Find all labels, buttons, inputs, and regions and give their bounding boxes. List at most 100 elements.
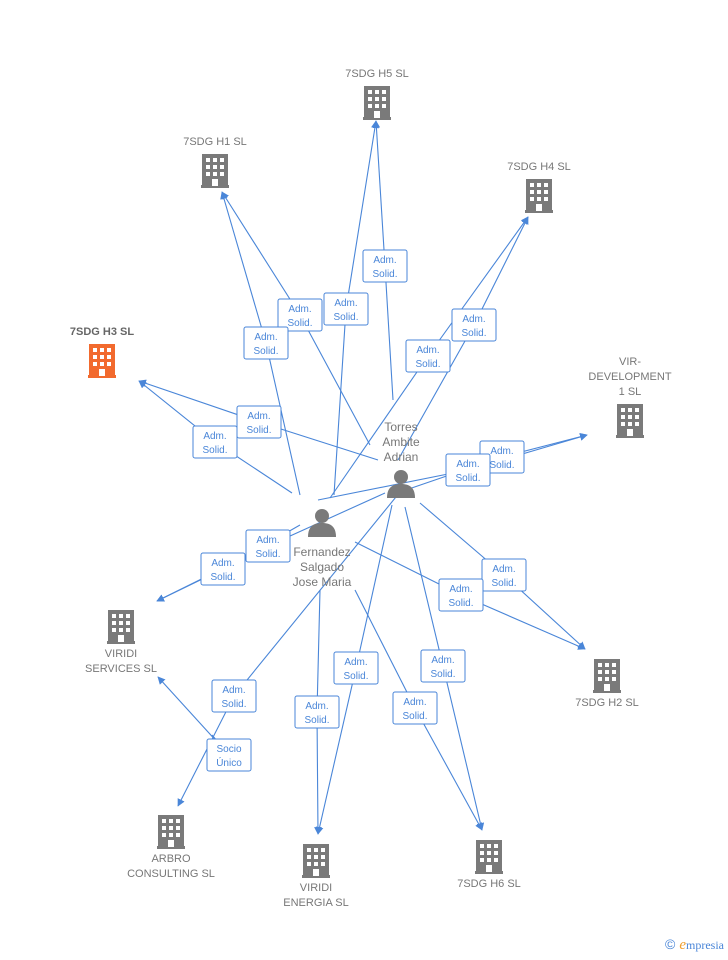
edge-label-text: Solid. xyxy=(253,346,278,357)
edge-label-text: Solid. xyxy=(372,269,397,280)
company-vir[interactable]: VIR- DEVELOPMENT 1 SL xyxy=(588,356,672,438)
nodes-layer: 7SDG H5 SL 7SDG H1 SL 7SDG H4 SL 7SDG H3 SL… xyxy=(70,68,672,909)
node-label: DEVELOPMENT xyxy=(588,371,671,383)
node-label: 1 SL xyxy=(619,386,642,398)
edge-label-text: Solid. xyxy=(489,460,514,471)
node-label: Jose Maria xyxy=(293,575,352,589)
node-label: VIRIDI xyxy=(105,648,137,660)
edge-labels-layer: Adm. Solid. Adm. Solid. Adm. Solid. Adm. Solid.… xyxy=(192,249,527,772)
edge-label-torres-h6: Adm. Solid. xyxy=(420,649,466,683)
edge-label-text: Adm. xyxy=(288,304,311,315)
node-label: ARBRO xyxy=(151,853,191,865)
node-label: Adrian xyxy=(384,450,419,464)
edge-label-torres-h1: Adm. Solid. xyxy=(277,298,323,332)
node-label: 7SDG H3 SL xyxy=(70,326,134,338)
company-ve[interactable]: VIRIDI ENERGIA SL xyxy=(283,844,349,909)
edge-label-text: Adm. xyxy=(403,697,426,708)
edge-label-text: Adm. xyxy=(203,431,226,442)
person-icon xyxy=(387,470,415,498)
company-h1[interactable]: 7SDG H1 SL xyxy=(183,136,247,188)
edge-label-text: Adm. xyxy=(431,655,454,666)
edge-label-fernandez-vir: Adm. Solid. xyxy=(445,453,491,487)
edge-label-text: Adm. xyxy=(492,564,515,575)
person-icon xyxy=(308,509,336,537)
edge-label-text: Solid. xyxy=(221,699,246,710)
edge-label-text: Adm. xyxy=(222,685,245,696)
edge-label-torres-vs: Adm.Solid. xyxy=(245,529,291,563)
edge-label-text: Solid. xyxy=(430,669,455,680)
company-h6[interactable]: 7SDG H6 SL xyxy=(457,840,521,890)
node-label: Fernandez xyxy=(293,545,350,559)
edge-label-text: Adm. xyxy=(416,345,439,356)
edge-label-text: Adm. xyxy=(462,314,485,325)
company-h5[interactable]: 7SDG H5 SL xyxy=(345,68,409,120)
edge-label-torres-h4: Adm. Solid. xyxy=(451,308,497,342)
building-icon xyxy=(157,815,185,849)
company-h3[interactable]: 7SDG H3 SL xyxy=(70,326,134,378)
edge-label-fernandez-h5: Adm. Solid. xyxy=(323,292,369,326)
edge-label-text: Adm. xyxy=(334,298,357,309)
edge-label-text: Adm. xyxy=(305,701,328,712)
company-h4[interactable]: 7SDG H4 SL xyxy=(507,161,571,213)
node-label: ENERGIA SL xyxy=(283,897,348,909)
edge-label-text: Único xyxy=(216,756,242,769)
edge-label-fernandez-h1: Adm. Solid. xyxy=(243,326,289,360)
edge-label-fernandez-h4: Adm. Solid. xyxy=(405,339,451,373)
edge-label-text: Solid. xyxy=(455,473,480,484)
node-label: VIR- xyxy=(619,356,641,368)
company-h2[interactable]: 7SDG H2 SL xyxy=(575,659,639,709)
node-label: CONSULTING SL xyxy=(127,868,215,880)
edge-label-text: Solid. xyxy=(491,578,516,589)
building-icon xyxy=(475,840,503,874)
node-label: 7SDG H5 SL xyxy=(345,68,409,80)
edge-label-text: Adm. xyxy=(344,657,367,668)
building-icon xyxy=(201,154,229,188)
building-icon xyxy=(593,659,621,693)
node-label: Ambite xyxy=(382,435,420,449)
company-vs[interactable]: VIRIDI SERVICES SL xyxy=(85,610,157,675)
edge-label-text: Adm. xyxy=(254,332,277,343)
brand-name: mpresia xyxy=(686,938,724,952)
edge-label-text: Adm. xyxy=(456,459,479,470)
edge-label-text: Solid. xyxy=(210,572,235,583)
edge-label-fernandez-h3: Adm. Solid. xyxy=(192,425,238,459)
edge-label-text: Solid. xyxy=(287,318,312,329)
edge-label-text: Adm. xyxy=(211,558,234,569)
edge-label-text: Solid. xyxy=(415,359,440,370)
building-icon xyxy=(616,404,644,438)
edge-label-text: Solid. xyxy=(343,671,368,682)
edge-label-text: Solid. xyxy=(333,312,358,323)
node-label: 7SDG H4 SL xyxy=(507,161,571,173)
copyright-symbol: © xyxy=(665,936,676,952)
node-label: 7SDG H1 SL xyxy=(183,136,247,148)
edge-label-torres-h5: Adm.Solid. xyxy=(362,249,408,283)
node-label: 7SDG H6 SL xyxy=(457,878,521,890)
edge-label-text: Solid. xyxy=(461,328,486,339)
edges-layer xyxy=(138,120,588,835)
edge-label-text: Solid. xyxy=(246,425,271,436)
edge-label-fernandez-vs: Adm. Solid. xyxy=(200,552,246,586)
edge-label-torres-ac: Adm. Solid. xyxy=(211,679,257,713)
company-ac[interactable]: ARBRO CONSULTING SL xyxy=(127,815,215,880)
edge-label-fernandez-h6: Adm. Solid. xyxy=(392,691,438,725)
empresia-watermark: ©empresia xyxy=(665,936,724,954)
building-icon xyxy=(363,86,391,120)
edge-label-torres-h2: Adm. Solid. xyxy=(481,558,527,592)
edge-label-text: Adm. xyxy=(449,584,472,595)
node-label: SERVICES SL xyxy=(85,663,157,675)
edge-label-text: Solid. xyxy=(304,715,329,726)
building-icon xyxy=(525,179,553,213)
edge-label-text: Solid. xyxy=(402,711,427,722)
node-label: VIRIDI xyxy=(300,882,332,894)
edge-label-fernandez-ve: Adm. Solid. xyxy=(294,695,340,729)
edge-label-text: Socio xyxy=(216,744,241,755)
brand-initial: e xyxy=(679,937,686,953)
edge-label-text: Solid. xyxy=(202,445,227,456)
building-icon xyxy=(107,610,135,644)
edge-label-torres-ve: Adm. Solid. xyxy=(333,651,379,685)
edge-label-text: Solid. xyxy=(255,549,280,560)
edge-label-fernandez-h2: Adm.Solid. xyxy=(438,578,484,612)
node-label: Torres xyxy=(384,420,417,434)
